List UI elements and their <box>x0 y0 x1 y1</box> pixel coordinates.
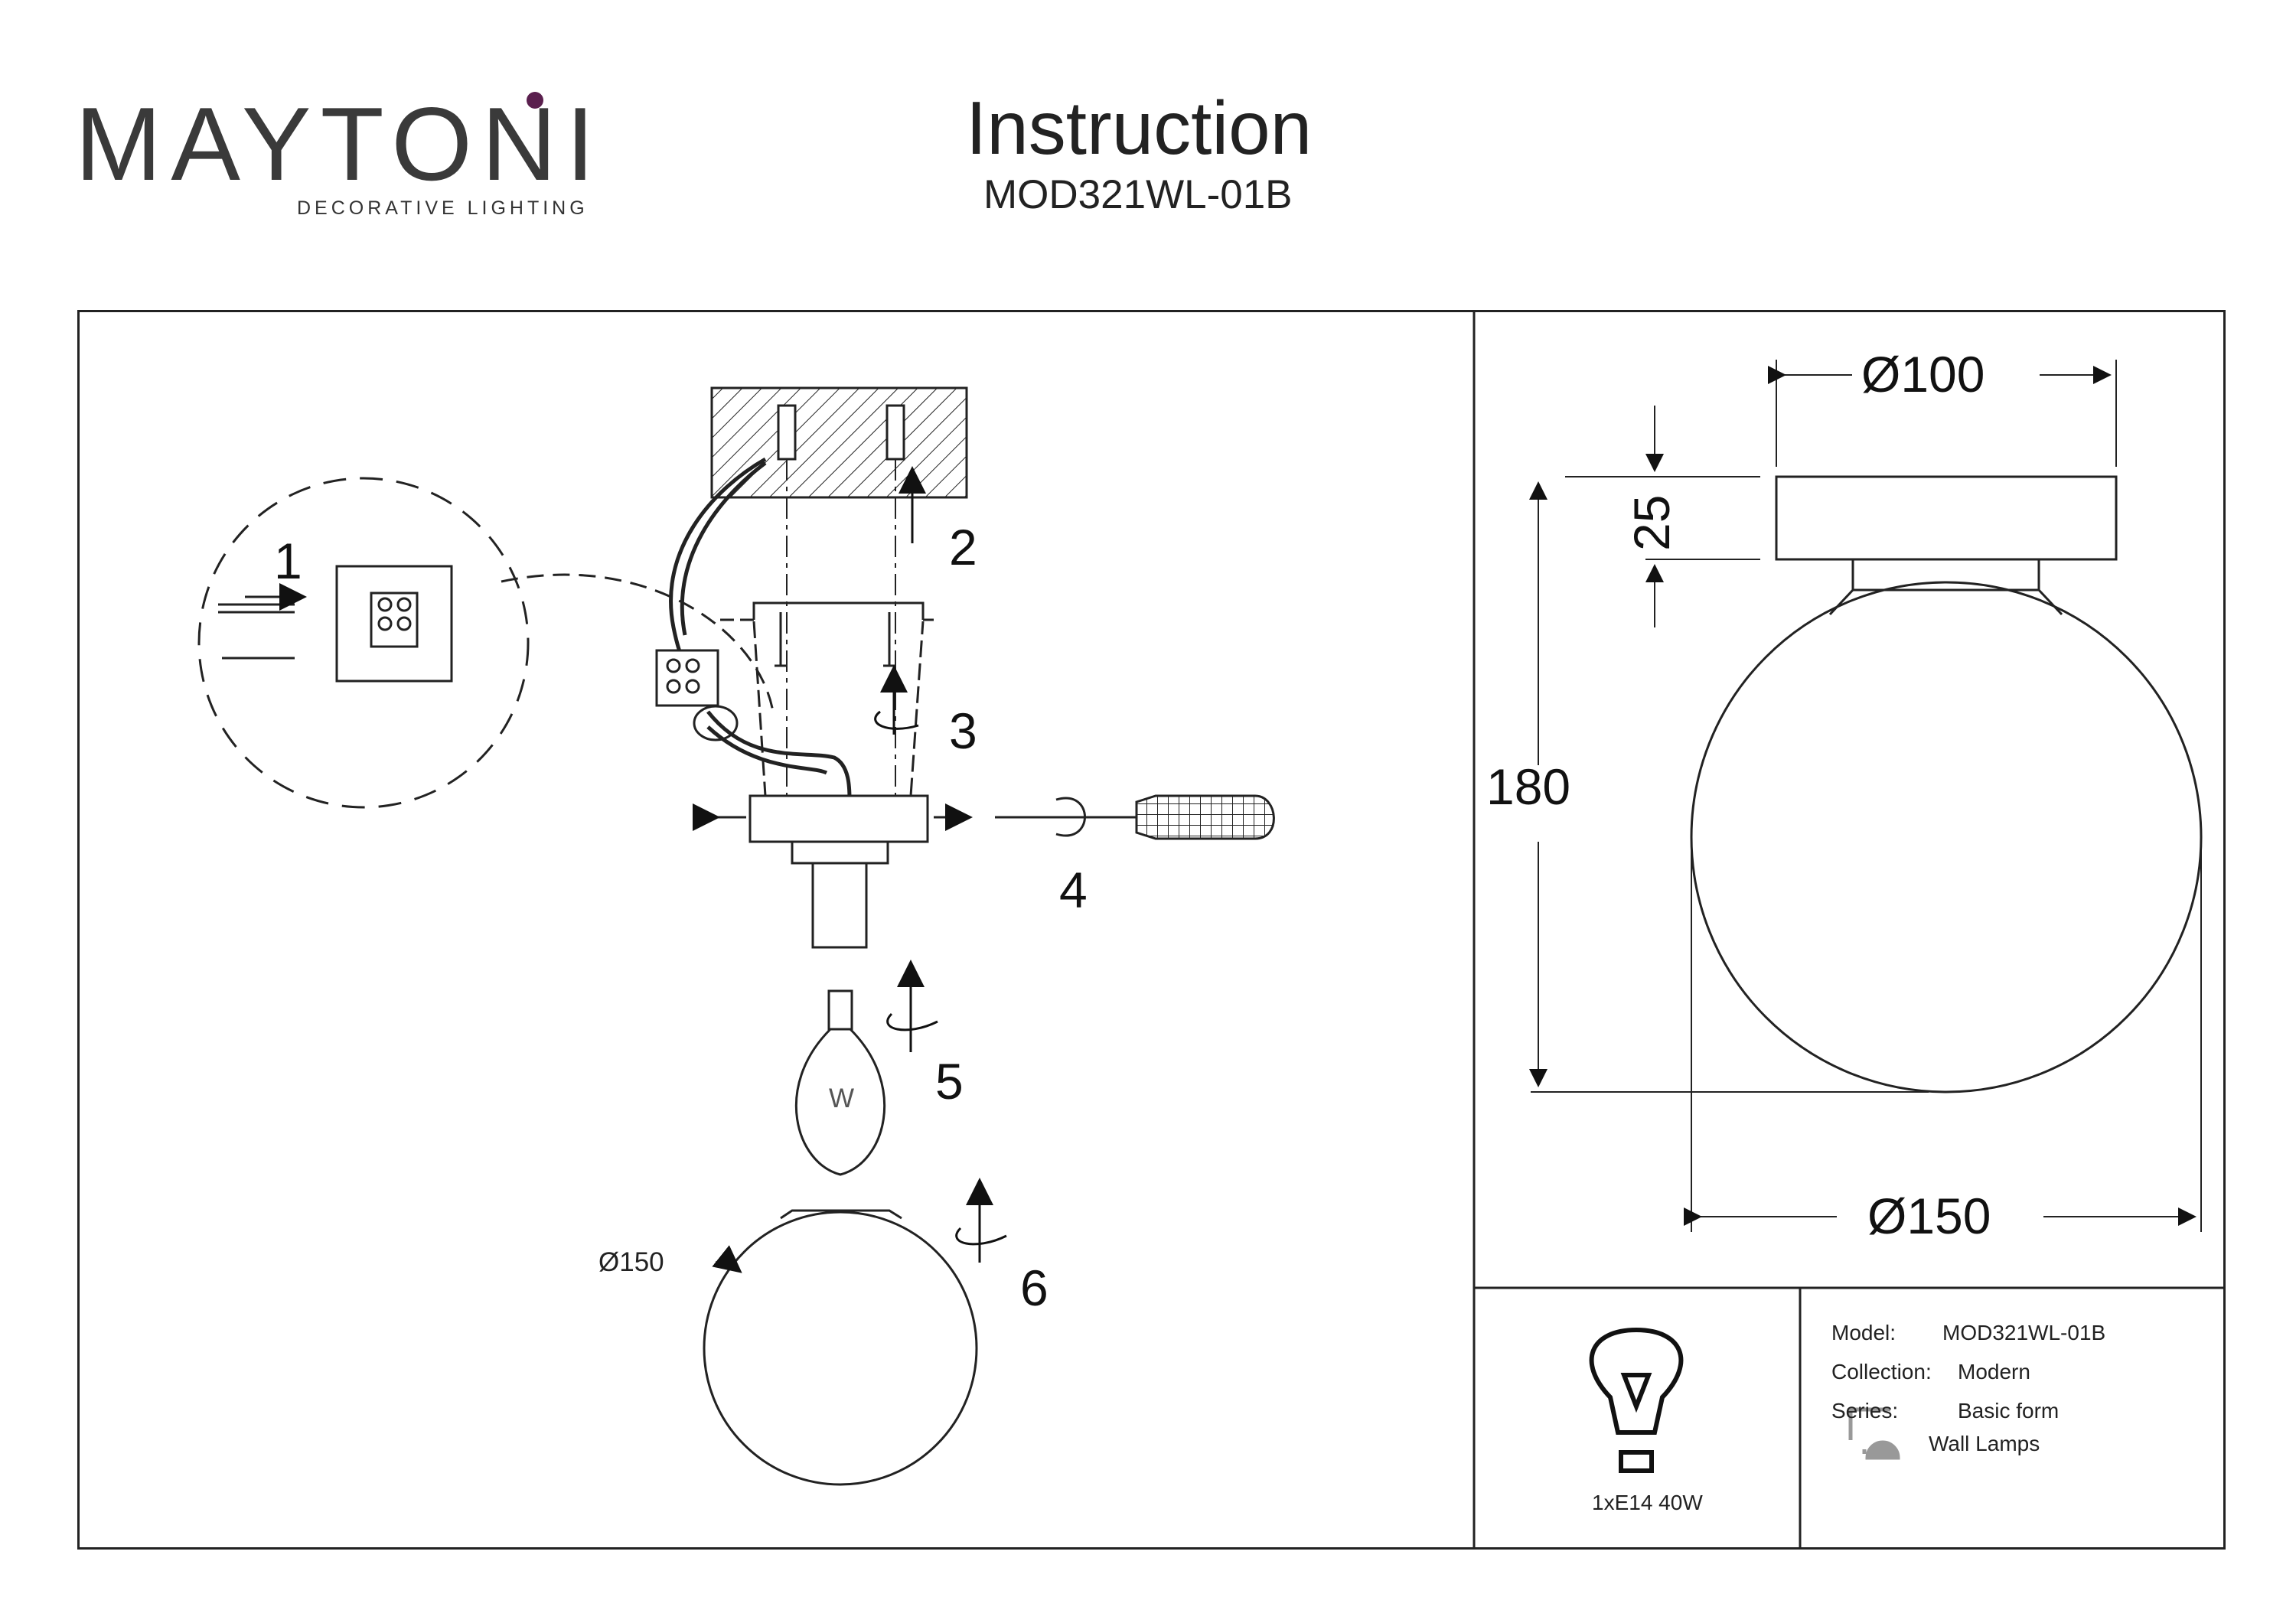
dimension-lamp <box>1690 475 2203 1093</box>
arrow-step6 <box>955 1178 1007 1263</box>
type-value: Wall Lamps <box>1929 1432 2040 1455</box>
callout-terminal <box>335 565 453 683</box>
callout-leader <box>501 573 775 712</box>
lamp-spec: 1xE14 40W <box>1592 1491 1703 1514</box>
callout-circle <box>197 477 530 809</box>
wires <box>669 457 852 800</box>
brand-logo-dot <box>527 92 543 109</box>
canopy <box>693 794 973 949</box>
bulb <box>794 989 886 1176</box>
wall-block <box>710 386 968 499</box>
brand-tagline: DECORATIVE LIGHTING <box>297 197 589 219</box>
shade-diameter-dimension: Ø150 <box>1867 1188 1991 1244</box>
base-height-label: 25 <box>1623 494 1680 551</box>
top-diameter-label: Ø100 <box>1861 346 1985 402</box>
series-label: Series: <box>1831 1399 1899 1423</box>
shade-diameter-label: Ø150 <box>598 1247 664 1277</box>
bulb-mark: W <box>829 1084 855 1113</box>
bulb-spec-icon <box>1589 1327 1684 1473</box>
terminal-block <box>655 649 739 741</box>
glass-shade <box>703 1209 978 1486</box>
page-title: Instruction <box>966 86 1313 170</box>
collection-value: Modern <box>1958 1360 2030 1383</box>
step-number: 1 <box>274 533 302 589</box>
model-label: Model: <box>1831 1321 1896 1344</box>
series-value: Basic form <box>1958 1399 2060 1423</box>
total-height-label: 180 <box>1486 758 1571 815</box>
dimension-lines <box>1529 360 2202 1232</box>
step-number: 3 <box>949 702 977 759</box>
mounting-bracket <box>719 601 934 797</box>
arrow-step2 <box>874 665 919 735</box>
arrow-step5 <box>886 960 938 1052</box>
step-number: 5 <box>935 1053 964 1110</box>
step-number: 2 <box>949 519 977 575</box>
wall-lamp-icon <box>1848 1407 1900 1460</box>
model-value: MOD321WL-01B <box>1942 1321 2106 1344</box>
drawing-frame <box>77 310 2226 1550</box>
collection-label: Collection: <box>1831 1360 1932 1383</box>
screwdriver <box>995 794 1275 840</box>
guide-lines <box>786 459 896 811</box>
model-code: MOD321WL-01B <box>983 172 1293 217</box>
step-number: 6 <box>1020 1260 1049 1316</box>
step-number: 4 <box>1059 862 1088 918</box>
brand-logo: MAYTONI <box>75 86 605 202</box>
